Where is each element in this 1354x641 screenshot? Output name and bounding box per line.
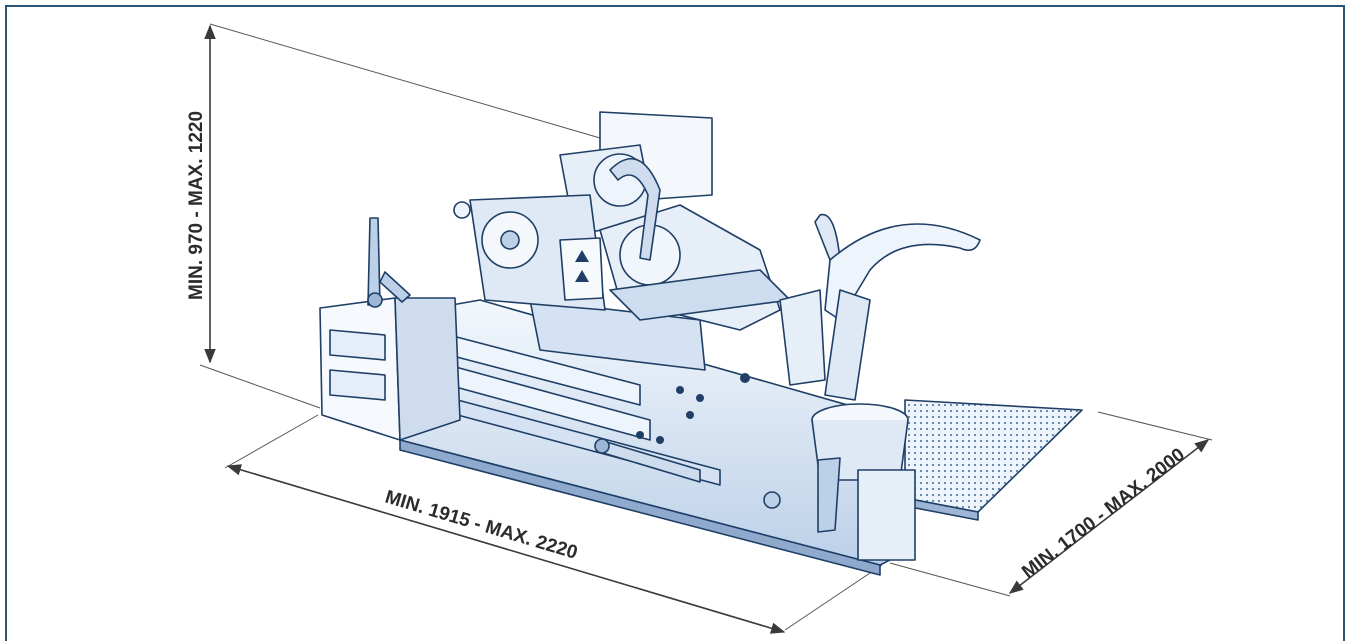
depth-extension-bottom [889,562,1011,597]
length-extension-left [224,414,319,469]
depth-dimension-label: MIN. 1700 - MAX. 2000 [1018,444,1189,583]
depth-extension-top [1097,411,1213,441]
height-extension-top [209,23,601,139]
height-dimension: MIN. 970 - MAX. 1220 [186,23,601,409]
clamp-arm [824,223,981,321]
tyre-changer-machine-icon [319,111,1083,576]
length-dimension-line [226,464,786,634]
length-dimension-label: MIN. 1915 - MAX. 2220 [383,487,580,564]
step-grate [904,399,1083,513]
length-extension-right [784,564,883,631]
height-dimension-label: MIN. 970 - MAX. 1220 [186,111,207,300]
control-box [319,297,401,441]
height-extension-bottom [199,364,321,409]
depth-dimension-line [1008,439,1210,594]
